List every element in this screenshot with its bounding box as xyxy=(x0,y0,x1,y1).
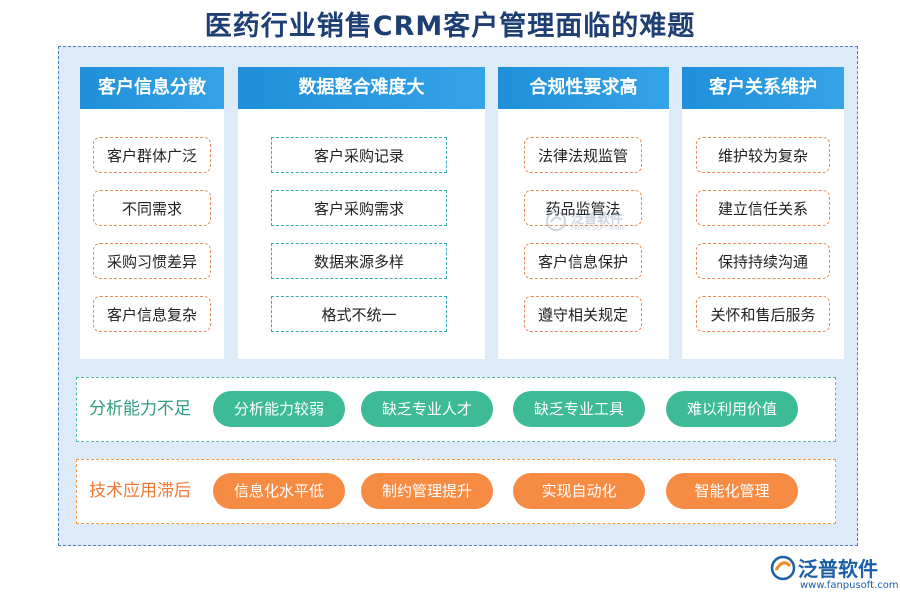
column-item: 客户采购需求 xyxy=(271,190,447,226)
column-relationship: 客户关系维护 维护较为复杂 建立信任关系 保持持续沟通 关怀和售后服务 xyxy=(682,67,844,359)
band-chip: 实现自动化 xyxy=(513,473,645,509)
column-item: 客户采购记录 xyxy=(271,137,447,173)
brand-logo: 泛普软件 www.fanpusoft.com xyxy=(770,553,899,598)
diagram-title: 医药行业销售CRM客户管理面临的难题 xyxy=(204,11,696,42)
band-chip: 难以利用价值 xyxy=(666,391,798,427)
column-item: 客户信息保护 xyxy=(524,243,642,279)
band-analysis: 分析能力不足 分析能力较弱 缺乏专业人才 缺乏专业工具 难以利用价值 xyxy=(76,377,836,442)
fanpu-logo-icon xyxy=(770,555,796,581)
logo-url: www.fanpusoft.com xyxy=(800,580,899,591)
column-item: 客户群体广泛 xyxy=(93,137,211,173)
band-label: 分析能力不足 xyxy=(89,399,191,419)
band-chip: 缺乏专业工具 xyxy=(513,391,645,427)
band-label: 技术应用滞后 xyxy=(89,481,191,501)
column-item: 关怀和售后服务 xyxy=(696,296,830,332)
column-item: 数据来源多样 xyxy=(271,243,447,279)
band-chip: 分析能力较弱 xyxy=(213,391,345,427)
band-chip: 智能化管理 xyxy=(666,473,798,509)
band-technology: 技术应用滞后 信息化水平低 制约管理提升 实现自动化 智能化管理 xyxy=(76,459,836,524)
logo-name: 泛普软件 xyxy=(798,557,878,581)
column-item: 客户信息复杂 xyxy=(93,296,211,332)
column-item: 法律法规监管 xyxy=(524,137,642,173)
column-item: 不同需求 xyxy=(93,190,211,226)
column-header: 客户关系维护 xyxy=(682,67,844,109)
band-chip: 制约管理提升 xyxy=(361,473,493,509)
column-data-integration: 数据整合难度大 客户采购记录 客户采购需求 数据来源多样 格式不统一 xyxy=(238,67,485,359)
column-compliance: 合规性要求高 法律法规监管 药品监管法 客户信息保护 遵守相关规定 xyxy=(498,67,669,359)
watermark-text: 泛普软件 xyxy=(571,212,624,227)
column-item: 采购习惯差异 xyxy=(93,243,211,279)
column-item: 维护较为复杂 xyxy=(696,137,830,173)
column-customer-info: 客户信息分散 客户群体广泛 不同需求 采购习惯差异 客户信息复杂 xyxy=(80,67,224,359)
column-header: 数据整合难度大 xyxy=(238,67,485,109)
column-item: 保持持续沟通 xyxy=(696,243,830,279)
column-item: 格式不统一 xyxy=(271,296,447,332)
watermark: 泛普软件 FANPU SOFTWARE xyxy=(545,206,635,240)
watermark-sub: FANPU SOFTWARE xyxy=(571,225,626,232)
column-header: 客户信息分散 xyxy=(80,67,224,109)
column-item: 药品监管法 xyxy=(524,190,642,226)
column-item: 建立信任关系 xyxy=(696,190,830,226)
column-header: 合规性要求高 xyxy=(498,67,669,109)
band-chip: 信息化水平低 xyxy=(213,473,345,509)
band-chip: 缺乏专业人才 xyxy=(361,391,493,427)
column-item: 遵守相关规定 xyxy=(524,296,642,332)
fanpu-logo-icon xyxy=(546,211,566,231)
